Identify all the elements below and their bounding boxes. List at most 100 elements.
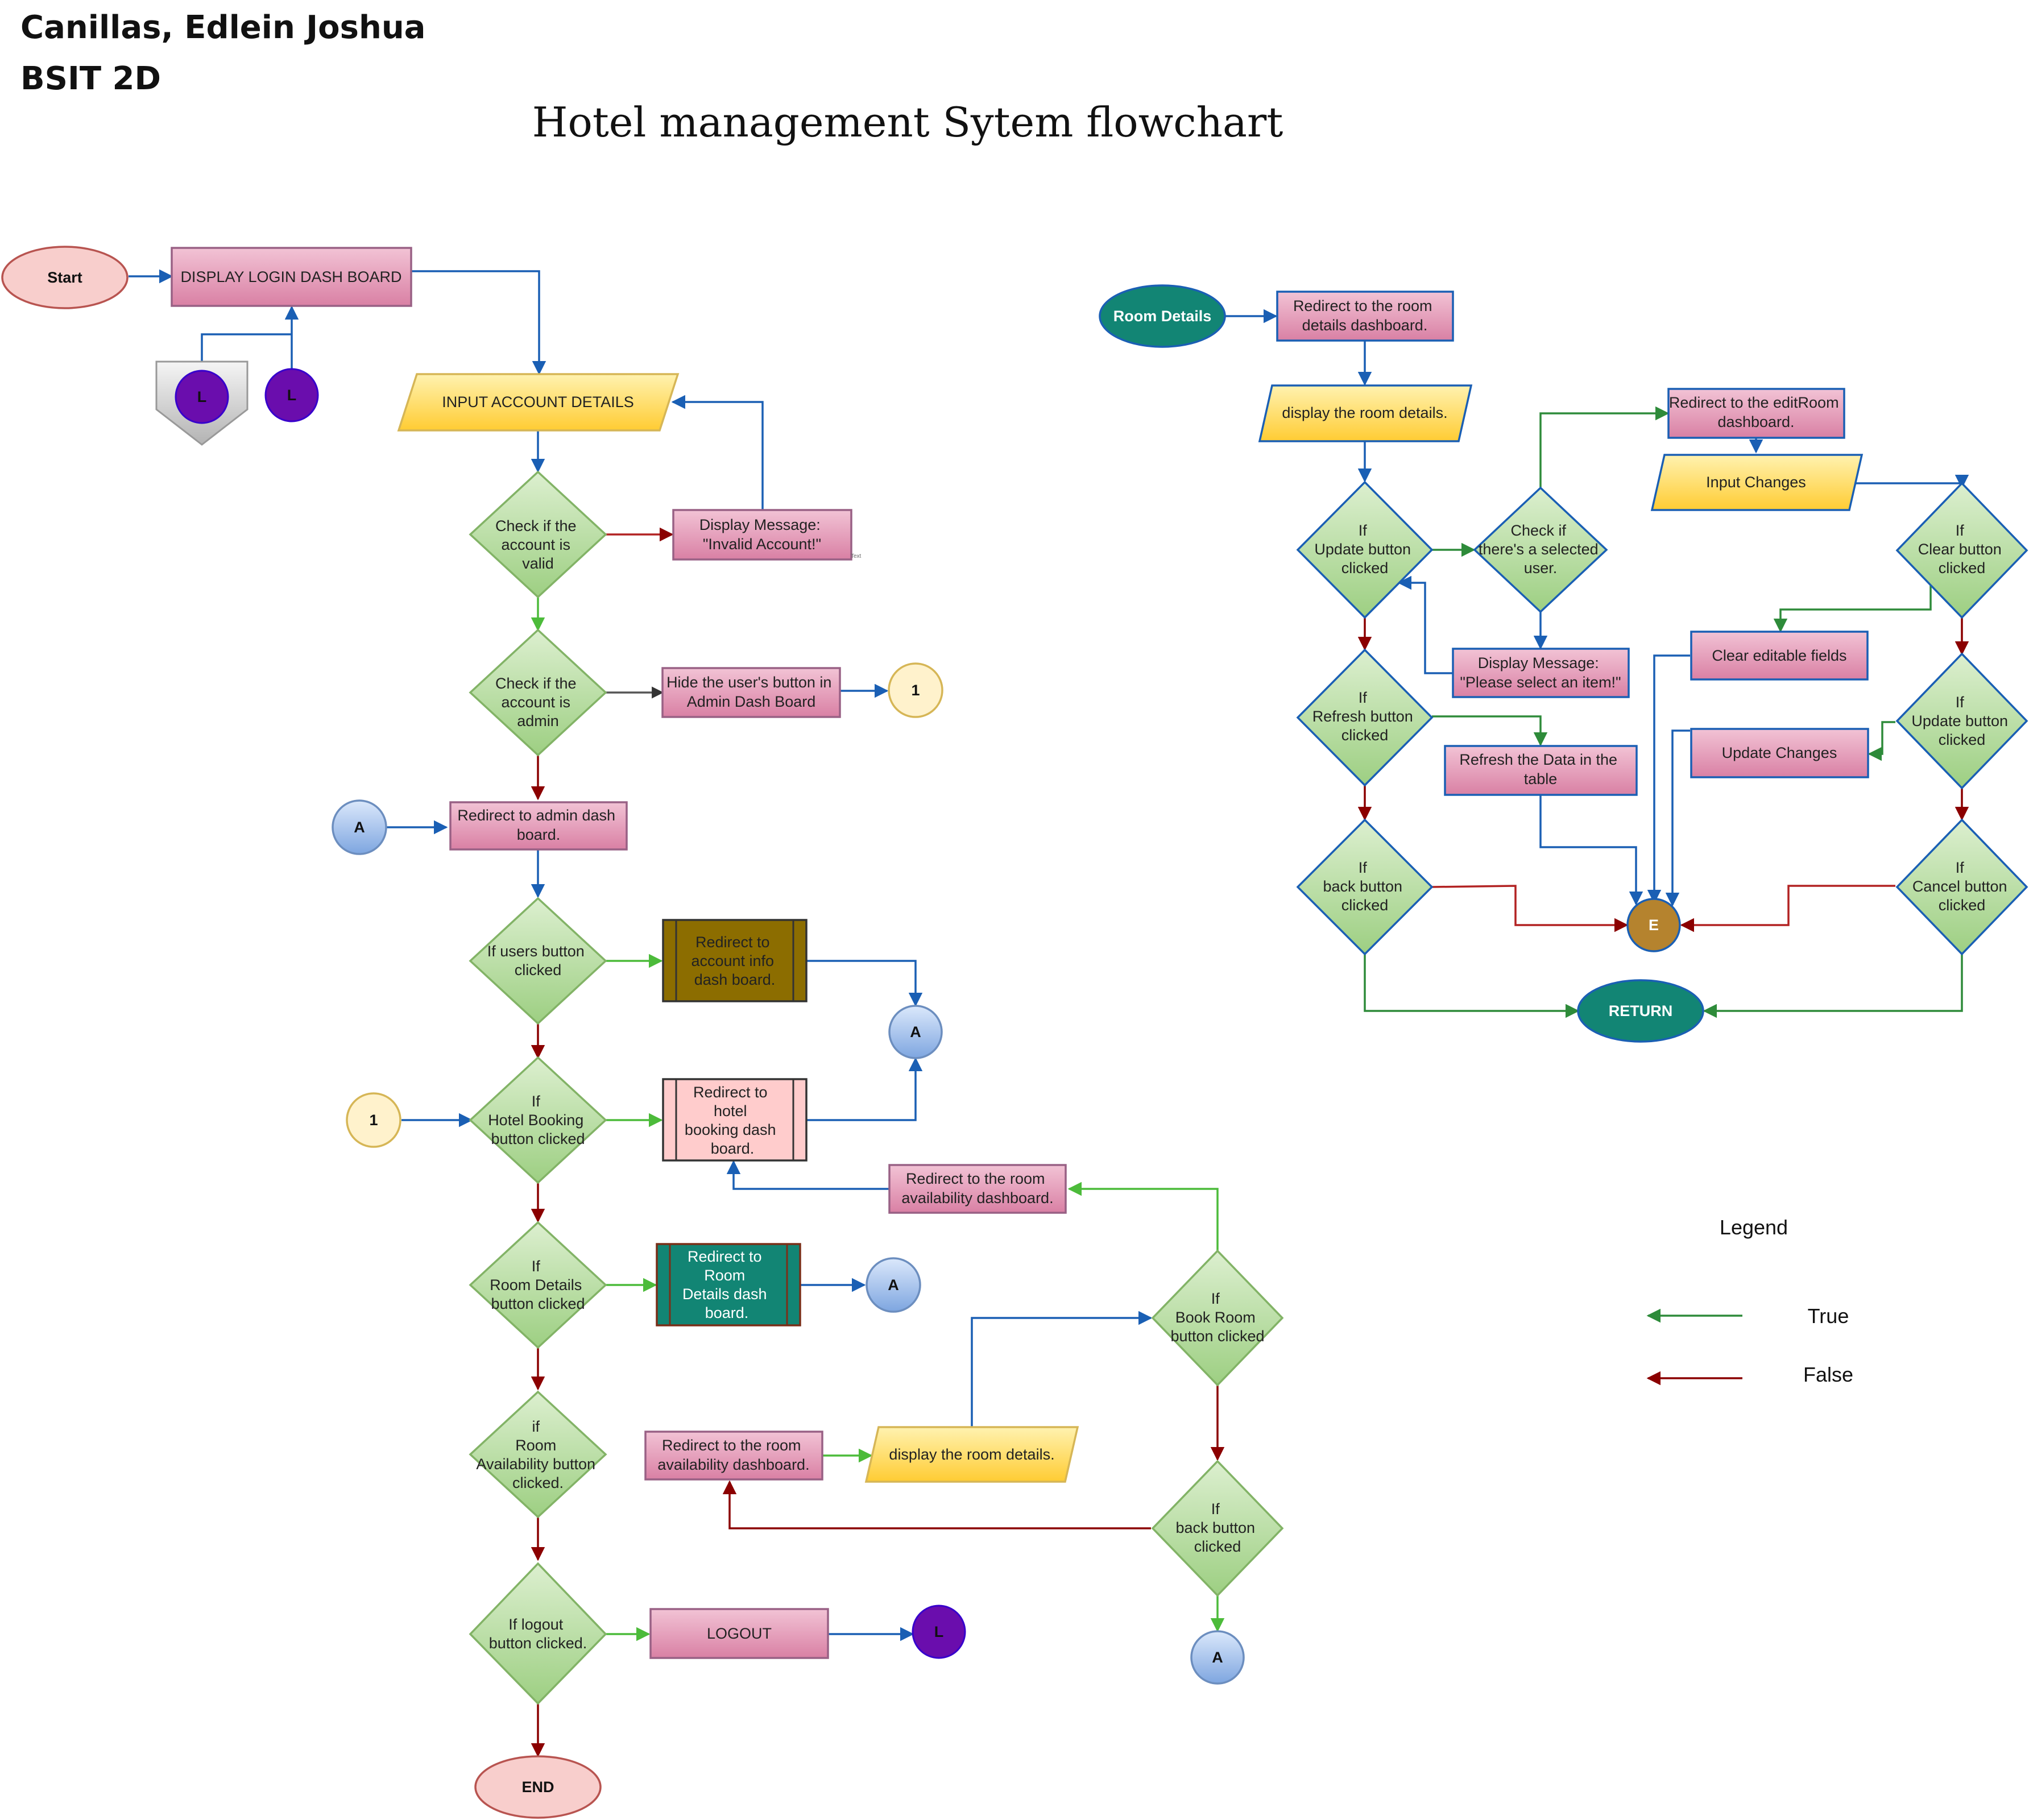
check-admin-decision: Check if the account is admin [469,628,607,757]
clear-fields-process: Clear editable fields [1690,631,1869,681]
back-button-lower-label: If back button clicked [1175,1500,1259,1555]
page-title: Hotel management Sytem flowchart [532,98,1283,146]
logout-label: LOGOUT [707,1625,772,1642]
redirect-room-availability-lower-label: Redirect to the room availability dashbo… [657,1437,809,1473]
refresh-data-process: Refresh the Data in the table [1444,745,1638,796]
cancel-button-label: If Cancel button clicked [1912,859,2011,914]
connector-e: E [1626,898,1681,952]
refresh-button-decision: If Refresh button clicked [1296,648,1434,787]
logout-button-label: If logout button clicked. [489,1616,587,1652]
main-flow-connectors [129,269,1225,1757]
room-details-button-label: If Room Details button clicked [490,1258,586,1312]
update-changes-label: Update Changes [1722,744,1837,761]
legend-title: Legend [1720,1216,1788,1239]
legend-false-label: False [1803,1363,1853,1386]
start-label: Start [47,269,82,286]
connector-l-offpage-label: L [197,388,207,405]
connector-a-mid: A [888,1005,943,1059]
clear-button-decision: If Clear button clicked [1895,482,2028,619]
redirect-room-availability-lower: Redirect to the room availability dashbo… [644,1431,823,1481]
cancel-button-decision: If Cancel button clicked [1895,818,2028,956]
display-room-details-lower-io: display the room details. [864,1426,1079,1483]
redirect-hotel-booking-subprocess: Redirect to hotel booking dash board. [662,1078,808,1162]
connector-a-bottom: A [1190,1630,1245,1685]
book-room-label: If Book Room button clicked [1170,1290,1264,1345]
update-button-label: If Update button clicked [1314,522,1415,577]
connector-a-mid-label: A [910,1023,921,1040]
connector-1-left-label: 1 [369,1112,378,1129]
connector-l-label: L [287,387,297,404]
logout-process: LOGOUT [649,1608,829,1659]
back-button-decision: If back button clicked [1296,818,1434,956]
redirect-edit-room-label: Redirect to the editRoom dashboard. [1669,394,1843,430]
redirect-account-info-label: Redirect to account info dash board. [691,934,778,988]
input-account-io: INPUT ACCOUNT DETAILS [397,373,680,432]
check-selected-decision: Check if there's a selected user. [1473,486,1608,613]
redirect-account-info-subprocess: Redirect to account info dash board. [662,919,808,1002]
back-button-label: If back button clicked [1323,859,1406,914]
clear-fields-label: Clear editable fields [1712,647,1846,664]
connector-l-bottom: L [912,1605,966,1659]
book-room-decision: If Book Room button clicked [1151,1249,1284,1387]
return-terminal: RETURN [1577,979,1704,1043]
room-availability-decision: if Room Availability button clicked. [469,1390,607,1519]
room-details-start-terminal: Room Details [1099,284,1226,348]
invalid-account-message: Display Message: "Invalid Account!" Text [672,509,862,561]
legend: Legend True False [1646,1216,1853,1386]
connector-e-label: E [1649,917,1659,934]
select-item-message: Display Message: "Please select an item!… [1452,648,1630,698]
check-valid-label: Check if the account is valid [495,517,581,572]
connector-l-top: L [264,368,319,422]
hotel-booking-label: If Hotel Booking button clicked [488,1093,588,1147]
back-button-lower-decision: If back button clicked [1151,1460,1284,1597]
users-button-decision: If users button clicked [469,897,607,1025]
users-button-label: If users button clicked [487,943,589,979]
redirect-room-details-subprocess: Redirect to Room Details dash board. [656,1243,801,1326]
hide-user-button-label: Hide the user's button in Admin Dash Boa… [666,674,836,710]
update-changes-process: Update Changes [1690,728,1869,778]
offpage-connector-l: L [155,360,249,446]
check-admin-label: Check if the account is admin [495,675,581,729]
connector-a-left: A [332,799,387,855]
check-selected-label: Check if there's a selected user. [1479,522,1603,577]
connector-1-left: 1 [346,1092,401,1148]
return-label: RETURN [1609,1002,1673,1019]
update-button-2-label: If Update button clicked [1911,694,2012,748]
author-name: Canillas, Edlein Joshua [20,9,425,46]
hotel-booking-decision: If Hotel Booking button clicked [469,1056,607,1184]
room-details-decision: If Room Details button clicked [469,1221,607,1349]
redirect-room-details-dashboard-label: Redirect to the room details dashboard. [1293,297,1436,334]
end-terminal: END [474,1755,602,1819]
legend-true-label: True [1808,1304,1849,1328]
input-changes-label: Input Changes [1706,474,1806,491]
connector-a-left-label: A [354,819,365,836]
invalid-account-label: Display Message: "Invalid Account!" [699,516,825,553]
hide-user-button-process: Hide the user's button in Admin Dash Boa… [661,667,841,718]
logout-decision: If logout button clicked. [469,1562,607,1705]
input-account-label: INPUT ACCOUNT DETAILS [442,393,634,411]
display-login-process: DISPLAY LOGIN DASH BOARD [171,247,412,307]
start-terminal: Start [1,246,129,309]
update-button-2-decision: If Update button clicked [1895,652,2028,790]
connector-a-bottom-label: A [1212,1649,1223,1666]
redirect-hotel-booking-label: Redirect to hotel booking dash board. [685,1084,780,1157]
select-item-message-label: Display Message: "Please select an item!… [1460,654,1621,691]
connector-l-bottom-label: L [934,1623,944,1640]
display-login-label: DISPLAY LOGIN DASH BOARD [180,268,401,285]
display-room-details-io: display the room details. [1258,384,1473,442]
room-availability-button-label: if Room Availability button clicked. [476,1418,599,1491]
room-details-connectors [1225,309,1969,1018]
refresh-button-label: If Refresh button clicked [1312,689,1418,744]
redirect-room-availability-upper: Redirect to the room availability dashbo… [888,1164,1067,1214]
redirect-admin-label: Redirect to admin dash board. [457,807,619,843]
class-section: BSIT 2D [20,60,161,97]
end-label: END [521,1778,554,1796]
redirect-admin-process: Redirect to admin dash board. [449,801,628,851]
redirect-edit-room-process: Redirect to the editRoom dashboard. [1667,388,1845,439]
connector-1-right: 1 [888,662,943,718]
connector-a-room-label: A [888,1276,899,1294]
display-room-details-label: display the room details. [1282,404,1447,421]
refresh-data-label: Refresh the Data in the table [1459,751,1621,787]
redirect-room-details-label: Redirect to Room Details dash board. [682,1248,771,1321]
